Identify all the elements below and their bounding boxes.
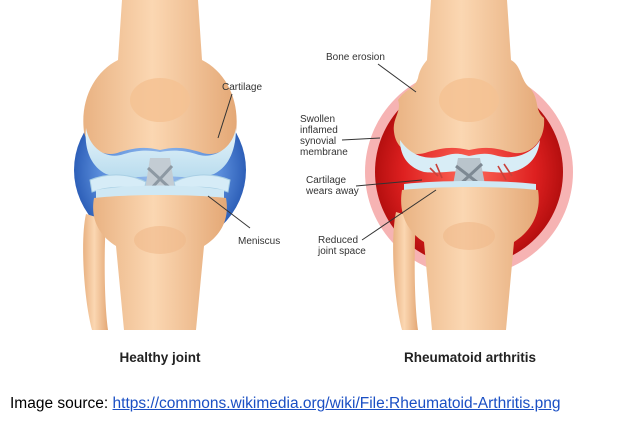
cartilage-leader-line	[217, 93, 233, 139]
ra-fibula	[393, 212, 418, 330]
cartilage-label: Cartilage	[222, 82, 262, 93]
ra-patella	[439, 78, 499, 122]
image-source-link[interactable]: https://commons.wikimedia.org/wiki/File:…	[112, 395, 561, 412]
meniscus-leader-line	[207, 195, 251, 229]
ra-erosion-marks	[429, 163, 513, 181]
image-source-prefix: Image source:	[10, 395, 113, 412]
healthy-patella	[130, 78, 190, 122]
reduced-joint-space-label: Reduced joint space	[317, 235, 366, 257]
knee-joint-comparison-diagram: Cartilage Meniscus Healthy joint Bone er…	[74, 0, 573, 365]
meniscus-label: Meniscus	[238, 236, 280, 247]
cartilage-wears-away-label: Cartilage wears away	[305, 175, 359, 197]
synovial-membrane-leader-line	[341, 137, 381, 141]
cartilage-wears-away-leader-line	[355, 179, 423, 187]
bone-erosion-leader-line	[377, 63, 417, 93]
reduced-joint-space-leader-line	[361, 189, 437, 241]
healthy-femur-cartilage	[85, 128, 236, 178]
healthy-joint-caption: Healthy joint	[119, 350, 201, 365]
ra-tibia-bone	[401, 187, 539, 330]
healthy-femur-bone	[83, 0, 237, 154]
healthy-tibia-bone	[93, 195, 227, 330]
bone-erosion-label: Bone erosion	[326, 52, 385, 63]
healthy-tibial-tuberosity	[134, 226, 186, 254]
healthy-fibula	[83, 214, 108, 330]
healthy-joint-illustration	[74, 0, 246, 330]
rheumatoid-arthritis-caption: Rheumatoid arthritis	[404, 350, 536, 365]
ra-joint-illustration	[365, 0, 573, 330]
image-source-line: Image source: https://commons.wikimedia.…	[10, 395, 638, 413]
ra-femur-bone	[393, 0, 545, 154]
synovial-membrane-label: Swollen inflamed synovial membrane	[300, 114, 348, 158]
ra-tibial-tuberosity	[443, 222, 495, 250]
